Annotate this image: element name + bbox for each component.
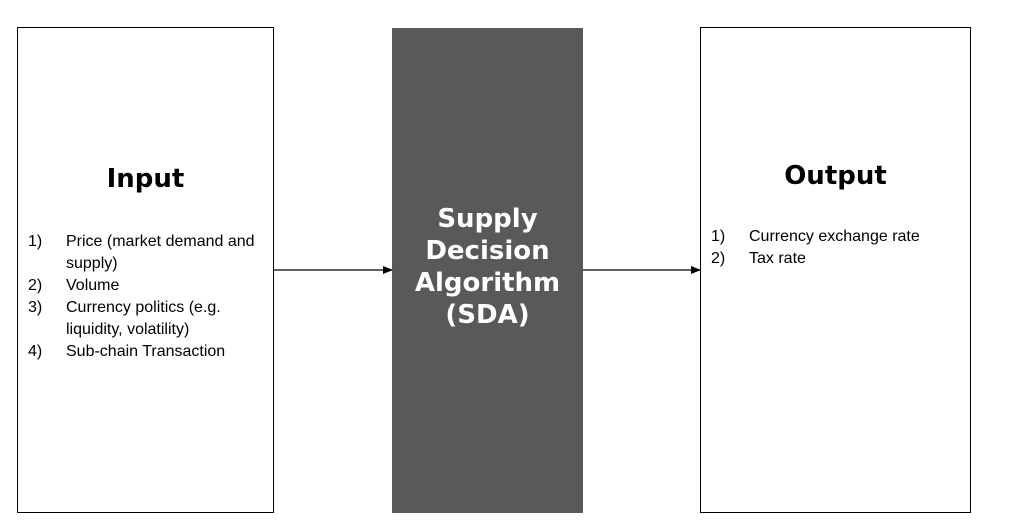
item-number: 3) (28, 299, 43, 316)
item-text: Tax rate (749, 250, 806, 267)
item-text: Currency exchange rate (749, 228, 920, 245)
algorithm-label-line: Algorithm (414, 268, 561, 298)
list-item: 4) Sub-chain Transaction (28, 341, 268, 363)
item-number: 2) (711, 250, 726, 267)
item-text: Sub-chain Transaction (66, 343, 226, 360)
output-title: Output (784, 161, 887, 191)
input-list: 1) Price (market demand and supply) 2) Vol… (28, 231, 268, 363)
output-box: Output 1) Currency exchange rate 2) Tax ra… (700, 27, 971, 513)
item-text: Price (market demand and supply) (66, 233, 255, 272)
input-box: Input 1) Price (market demand and supply)… (17, 27, 274, 513)
input-title: Input (106, 164, 185, 194)
item-number: 2) (28, 277, 43, 294)
algorithm-box: Supply Decision Algorithm (SDA) (392, 28, 583, 513)
algorithm-label-line: (SDA) (445, 300, 530, 330)
algorithm-label-line: Decision (425, 236, 550, 266)
list-item: 2) Volume (28, 275, 268, 297)
item-number: 1) (28, 233, 43, 250)
item-text: Volume (66, 277, 120, 294)
list-item: 2) Tax rate (711, 248, 969, 270)
item-number: 1) (711, 228, 726, 245)
output-list: 1) Currency exchange rate 2) Tax rate (711, 226, 969, 270)
list-item: 1) Price (market demand and supply) (28, 231, 268, 275)
list-item: 1) Currency exchange rate (711, 226, 969, 248)
item-text: Currency politics (e.g. liquidity, volat… (66, 299, 221, 338)
list-item: 3) Currency politics (e.g. liquidity, vol… (28, 297, 268, 341)
algorithm-label-line: Supply (437, 204, 538, 234)
algorithm-label: Supply Decision Algorithm (SDA) (392, 203, 583, 331)
item-number: 4) (28, 343, 43, 360)
